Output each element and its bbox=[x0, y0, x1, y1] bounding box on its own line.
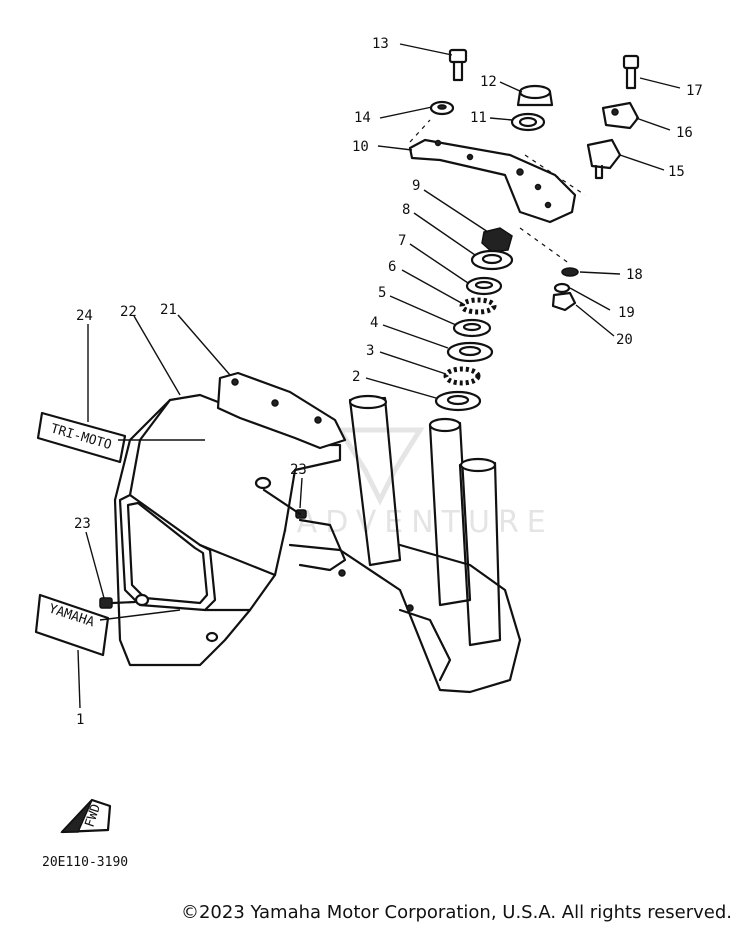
callout-15: 15 bbox=[668, 164, 685, 180]
callout-23-lower: 23 bbox=[74, 516, 91, 532]
bolt-17 bbox=[622, 54, 640, 90]
race-2 bbox=[434, 390, 482, 412]
fwd-marker: FWD bbox=[60, 798, 112, 834]
callout-7: 7 bbox=[398, 233, 406, 249]
callout-16: 16 bbox=[676, 125, 693, 141]
callout-12: 12 bbox=[480, 74, 497, 90]
bolt-23-upper bbox=[262, 488, 307, 519]
race-7 bbox=[465, 276, 503, 296]
cap-12 bbox=[516, 84, 554, 107]
fwd-label: FWD bbox=[83, 802, 105, 829]
callout-6: 6 bbox=[388, 259, 396, 275]
holder-16 bbox=[601, 101, 640, 130]
leader-lines bbox=[77, 43, 681, 709]
callout-24: 24 bbox=[76, 308, 93, 324]
callout-4: 4 bbox=[370, 315, 378, 331]
bolt-13 bbox=[448, 48, 468, 82]
callout-20: 20 bbox=[616, 332, 633, 348]
frame-steering-tube bbox=[288, 394, 522, 694]
callout-5: 5 bbox=[378, 285, 386, 301]
balls-3 bbox=[443, 366, 481, 386]
nut-9 bbox=[481, 227, 513, 253]
emblem-1: YAMAHA bbox=[34, 593, 110, 657]
callout-14: 14 bbox=[354, 110, 371, 126]
copyright-notice: ©2023 Yamaha Motor Corporation, U.S.A. A… bbox=[180, 902, 732, 923]
washer-11 bbox=[510, 112, 546, 132]
emblem-24: TRI-MOTO bbox=[36, 411, 127, 464]
callouts: 1 2 3 4 5 6 7 8 9 10 11 12 13 14 15 16 1… bbox=[74, 36, 703, 728]
top-bracket-21 bbox=[216, 371, 347, 450]
callout-2: 2 bbox=[352, 369, 360, 385]
balls-6 bbox=[459, 297, 497, 315]
callout-10: 10 bbox=[352, 139, 369, 155]
bolt-23-lower bbox=[99, 597, 137, 609]
steering-stack bbox=[434, 227, 514, 412]
race-4 bbox=[446, 341, 494, 363]
callout-13: 13 bbox=[372, 36, 389, 52]
holder-15 bbox=[586, 138, 622, 180]
callout-9: 9 bbox=[412, 178, 420, 194]
callout-11: 11 bbox=[470, 110, 487, 126]
watermark-text: LEADVENTURE bbox=[245, 505, 554, 540]
handle-crown-10 bbox=[408, 138, 577, 224]
callout-21: 21 bbox=[160, 302, 177, 318]
callout-19: 19 bbox=[618, 305, 635, 321]
callout-8: 8 bbox=[402, 202, 410, 218]
part-code: 20E110-3190 bbox=[42, 855, 128, 870]
washer-8 bbox=[470, 249, 514, 271]
washer-14 bbox=[429, 100, 455, 116]
callout-18: 18 bbox=[626, 267, 643, 283]
small-parts bbox=[551, 267, 579, 312]
callout-17: 17 bbox=[686, 83, 703, 99]
callout-1: 1 bbox=[76, 712, 84, 728]
callout-3: 3 bbox=[366, 343, 374, 359]
callout-22: 22 bbox=[120, 304, 137, 320]
race-5 bbox=[452, 318, 492, 338]
callout-23-upper: 23 bbox=[290, 462, 307, 478]
